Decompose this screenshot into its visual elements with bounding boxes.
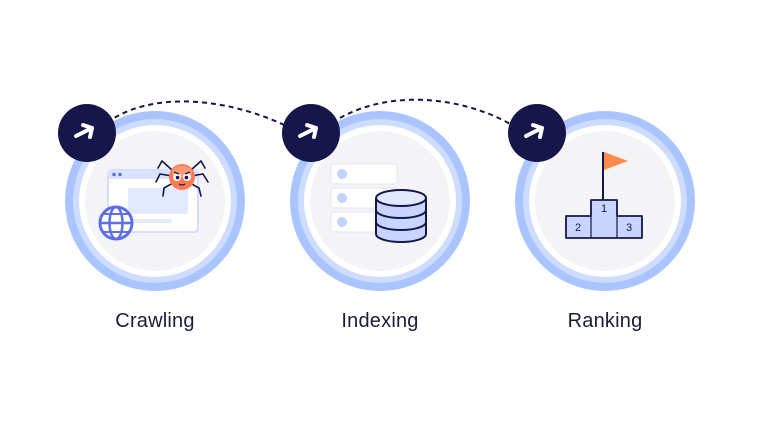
arrow-right-icon [298,123,318,139]
arrow-right-icon [74,123,94,139]
database-servers-icon [330,163,427,243]
podium-second: 2 [575,222,581,234]
step-label-ranking: Ranking [567,310,643,332]
podium-third: 3 [626,222,632,234]
podium-flag-icon: 1 2 3 [565,152,643,239]
arrow-badge-indexing [282,104,340,162]
flag-icon [602,152,628,201]
step-indexing [282,104,470,291]
step-crawling [58,104,245,291]
arrow-badge-ranking [508,104,566,162]
arrow-right-icon [524,123,544,139]
arrow-badge-crawling [58,104,116,162]
globe-icon [98,205,134,241]
podium-icon [565,199,643,239]
podium-first: 1 [601,203,607,215]
connector-dashed-line-1 [99,100,299,133]
step-label-crawling: Crawling [115,310,195,332]
database-cylinder-icon [375,189,427,243]
spider-browser-icon [98,159,209,241]
step-ranking: 1 2 3 [508,104,695,291]
spider-icon [155,159,209,197]
step-label-indexing: Indexing [341,310,419,332]
